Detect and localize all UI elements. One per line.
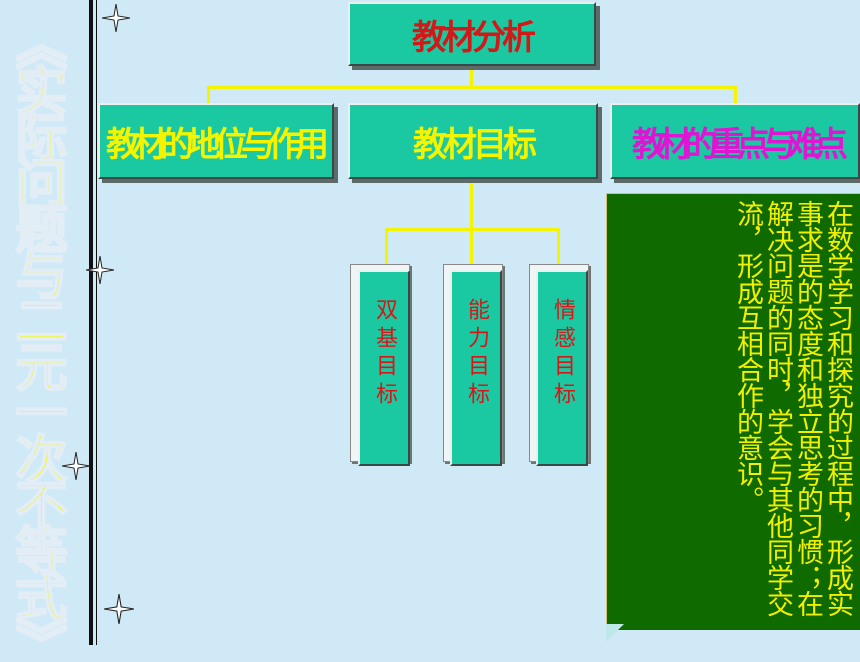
sparkle-icon xyxy=(104,594,134,624)
branch-label: 教材的重点与难点 xyxy=(632,124,848,165)
connector xyxy=(734,86,737,104)
separator-line-thin xyxy=(96,0,97,645)
separator-line-thick xyxy=(89,0,93,645)
sparkle-icon xyxy=(62,452,90,480)
connector xyxy=(557,228,560,264)
header-box-label: 教材分析 xyxy=(412,17,536,58)
page-fold xyxy=(606,624,624,642)
connector xyxy=(470,180,473,230)
header-box[interactable]: 教材分析 xyxy=(348,2,596,66)
goal-box-basics[interactable]: 双基目标 xyxy=(358,270,410,466)
connector xyxy=(470,228,473,264)
branch-box-key-points[interactable]: 教材的重点与难点 xyxy=(610,103,860,179)
branch-label: 教材的地位与作用 xyxy=(106,124,329,165)
branch-box-role[interactable]: 教材的地位与作用 xyxy=(98,103,334,179)
goal-box-emotion[interactable]: 情感目标 xyxy=(536,270,588,466)
goal-box-ability[interactable]: 能力目标 xyxy=(450,270,502,466)
branch-label: 教材目标 xyxy=(413,124,537,165)
connector xyxy=(470,66,473,88)
goal-label: 情感目标 xyxy=(550,298,575,410)
emotion-goal-panel: 在数学学习和探究的过程中，形成实事求是的态度和独立思考的习惯；在解决问题的同时，… xyxy=(606,193,860,630)
connector xyxy=(207,86,737,89)
goal-label: 能力目标 xyxy=(464,298,489,410)
branch-box-goals[interactable]: 教材目标 xyxy=(348,103,598,179)
sparkle-icon xyxy=(102,4,130,32)
sparkle-icon xyxy=(86,256,114,284)
connector xyxy=(207,86,210,104)
emotion-goal-text: 在数学学习和探究的过程中，形成实事求是的态度和独立思考的习惯；在解决问题的同时，… xyxy=(732,200,853,616)
side-title: 《实际问题与二元一次不等式》 xyxy=(5,17,67,662)
goal-label: 双基目标 xyxy=(372,298,397,410)
connector xyxy=(385,228,388,264)
